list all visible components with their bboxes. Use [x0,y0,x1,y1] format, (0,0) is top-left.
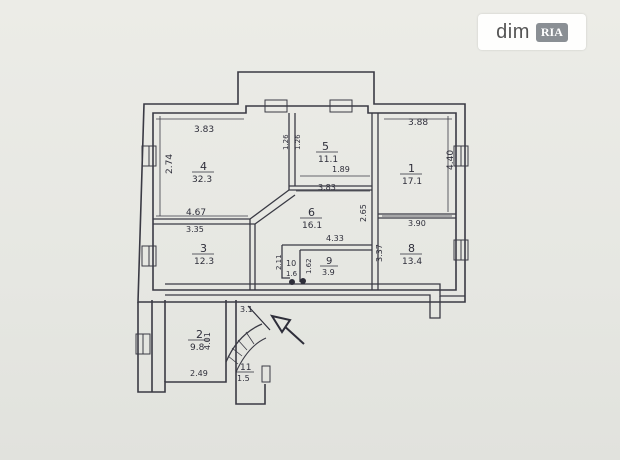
dim-4.40: 4.40 [446,150,456,170]
fixture-2 [300,278,306,284]
dim-2.11: 2.11 [275,254,283,270]
dim-1.26-b: 1.26 [294,134,302,150]
dim-4.01: 4.01 [203,332,212,350]
room-6-number: 6 [308,206,315,219]
room-1: 1 17.1 [400,162,422,187]
outer-walls [137,71,466,405]
dim-4.33: 4.33 [326,234,344,243]
entry-arrow [247,305,305,345]
watermark-brand: dim [496,20,530,43]
room-1-area: 17.1 [402,177,422,187]
room-3-area: 12.3 [194,257,214,267]
room-9-area: 3.9 [322,268,335,277]
room-4: 4 32.3 [192,160,214,185]
room-labels: 4 32.3 5 11.1 1 17.1 6 16.1 3 12.3 8 13.… [188,140,422,383]
room-11-number: 11 [240,363,251,373]
room-1-number: 1 [408,162,415,175]
watermark-badge: RIA [535,22,568,42]
room-6-area: 16.1 [302,221,322,231]
room-11: 11 1.5 [236,363,254,383]
room-10-area: 1.6 [286,270,298,278]
room-5-area: 11.1 [318,155,338,165]
room-3: 3 12.3 [192,242,214,267]
room-8-area: 13.4 [402,257,422,267]
dimension-labels: 3.83 3.88 2.74 4.40 1.26 1.26 1.89 3.83 … [165,118,456,378]
dim-3.1: 3.1 [240,305,253,314]
stair-curve [225,323,263,363]
room-4-number: 4 [200,160,207,173]
room-6: 6 16.1 [300,206,322,231]
dim-1.26-a: 1.26 [282,134,290,150]
dim-3.35: 3.35 [186,225,204,234]
room-4-area: 32.3 [192,175,212,185]
room-9: 9 3.9 [320,256,338,277]
dim-1.89: 1.89 [332,165,350,174]
stair-steps [227,331,255,365]
dim-2.74: 2.74 [165,154,175,174]
dim-3.37: 3.37 [375,244,384,262]
room-10: 10 1.6 [286,259,298,278]
stair-curve-inner [235,337,267,373]
dimria-watermark: dim RIA [478,14,586,50]
fixture-1 [289,279,295,285]
dim-3.83-top: 3.83 [194,125,214,135]
dim-2.65: 2.65 [359,204,368,222]
dim-3.90: 3.90 [408,219,426,228]
room-2-area: 9.8 [190,343,205,353]
dim-3.88: 3.88 [408,118,428,128]
room-10-number: 10 [286,259,296,268]
room-3-number: 3 [200,242,207,255]
room-9-number: 9 [326,256,332,267]
interior-walls [153,113,465,319]
dim-1.62: 1.62 [305,258,313,274]
room-2: 2 9.8 [188,328,210,353]
room-8: 8 13.4 [400,242,422,267]
room-2-number: 2 [196,328,203,341]
room-5: 5 11.1 [316,140,338,165]
dimension-lines [156,116,452,217]
dim-4.67: 4.67 [186,208,206,218]
dim-3.83-mid: 3.83 [318,183,336,192]
room-5-number: 5 [322,140,329,153]
dim-2.49: 2.49 [190,369,208,378]
room-8-number: 8 [408,242,415,255]
windows [135,99,469,383]
room-11-area: 1.5 [237,374,250,383]
